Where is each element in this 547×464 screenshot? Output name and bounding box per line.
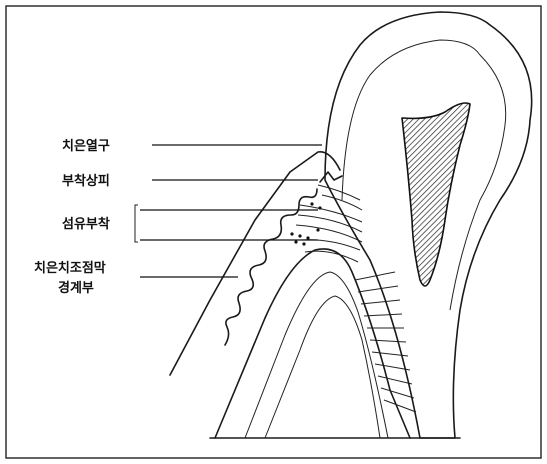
label-fibrous-attachment: 섬유부착 (62, 216, 110, 232)
label-mucogingival-junction-line2: 경계부 (58, 280, 94, 296)
label-mucogingival-junction-line1: 치은치조점막 (34, 260, 106, 276)
bone-inner-line-2 (265, 296, 380, 438)
alveolar-bone (215, 249, 410, 438)
fibrous-attachment-bracket (135, 205, 138, 242)
pdl-fibers (355, 272, 416, 412)
label-junctional-epithelium: 부착상피 (62, 173, 110, 189)
label-gingival-sulcus: 치은열구 (62, 138, 110, 154)
rete-pegs (225, 189, 317, 345)
cell-dots (290, 202, 321, 245)
sulcus-notch (320, 172, 342, 182)
pulp-chamber (402, 103, 470, 286)
diagram-frame (6, 6, 541, 458)
bone-inner-line (245, 272, 388, 438)
